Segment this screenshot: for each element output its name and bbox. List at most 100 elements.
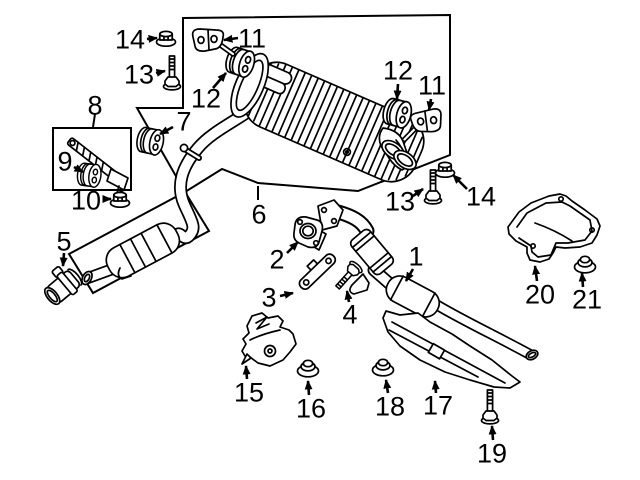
part-number-label-3: 3 — [261, 283, 276, 313]
part-number-label-12-left: 12 — [191, 84, 221, 114]
callout-arrow — [159, 125, 174, 136]
bolt-drawing-13-left — [162, 55, 182, 91]
bolt-drawing-19 — [480, 389, 500, 425]
callout-arrow — [488, 425, 497, 441]
part-number-label-19: 19 — [477, 439, 507, 469]
part-number-label-14-left: 14 — [115, 25, 145, 55]
part-number-label-12-right: 12 — [383, 56, 413, 86]
bracket-8-outline-box — [52, 127, 132, 191]
callout-arrow — [412, 187, 424, 198]
callout-11-right: 11 — [418, 71, 446, 111]
callout-7: 7 — [159, 107, 192, 137]
rubber-mount-drawing-9 — [75, 161, 104, 189]
callout-6: 6 — [251, 186, 267, 230]
grommet-nut-drawing-16 — [296, 359, 320, 378]
part-number-label-15: 15 — [234, 378, 264, 408]
part-number-label-10: 10 — [71, 186, 101, 216]
part-number-label-11-right: 11 — [418, 71, 446, 101]
part-number-label-1: 1 — [408, 242, 423, 272]
callout-18: 18 — [375, 379, 405, 422]
heat-shield-drawing-15 — [241, 312, 297, 367]
part-number-label-4: 4 — [342, 300, 357, 330]
hanger-rod-end — [179, 143, 189, 153]
callout-arrow — [383, 379, 392, 394]
callout-14-right: 14 — [452, 174, 496, 212]
heat-shield-drawing-20 — [507, 193, 601, 263]
part-number-label-11-left: 11 — [238, 24, 266, 54]
heat-shield-drawing-17 — [382, 310, 521, 389]
callout-arrow — [73, 164, 84, 174]
flex-sleeve — [349, 228, 395, 276]
callout-arrow — [404, 268, 415, 282]
callout-15: 15 — [234, 365, 264, 408]
connecting-pipe-drawing — [171, 89, 275, 245]
callout-arrow — [286, 241, 299, 254]
hanger-bracket-drawing-11-left — [193, 29, 233, 54]
callout-arrow — [578, 272, 587, 288]
nut-drawing-10 — [109, 191, 131, 209]
rear-muffler-drawing — [230, 52, 425, 183]
callout-arrow — [212, 72, 227, 89]
callout-arrow — [304, 380, 313, 396]
part-number-label-21: 21 — [572, 285, 602, 315]
callout-16: 16 — [296, 380, 326, 424]
assembly-6-outline-box — [135, 13, 451, 194]
grommet-nut-drawing-21 — [573, 255, 597, 274]
part-number-label-16: 16 — [296, 394, 326, 424]
callout-13-right: 13 — [385, 187, 424, 217]
callout-9: 9 — [57, 147, 84, 177]
callout-8: 8 — [87, 91, 103, 128]
callout-17: 17 — [423, 380, 453, 421]
callout-arrow — [242, 365, 251, 380]
clamp-sleeve-drawing-5 — [43, 265, 83, 306]
callout-12-left: 12 — [191, 72, 227, 114]
hanger-bracket-drawing-8 — [66, 137, 129, 194]
center-resonator-drawing — [81, 222, 181, 286]
callout-arrow — [532, 265, 541, 282]
callout-arrow — [279, 291, 294, 299]
part-number-label-5: 5 — [56, 227, 71, 257]
part-number-label-7: 7 — [176, 107, 191, 137]
callout-arrow — [426, 98, 435, 111]
callout-arrow — [155, 68, 166, 77]
grommet-nut-drawing-18 — [371, 358, 395, 377]
nut-drawing-14-right — [434, 161, 456, 179]
callout-21: 21 — [572, 272, 602, 315]
callout-12-right: 12 — [383, 56, 413, 100]
callout-3: 3 — [261, 283, 294, 313]
callout-arrow — [431, 380, 440, 394]
callout-14-left: 14 — [115, 25, 158, 55]
callout-arrow — [452, 174, 468, 190]
callout-arrow — [146, 34, 158, 43]
pipe-hook-bracket — [349, 273, 370, 295]
callout-1: 1 — [404, 242, 424, 282]
callout-arrow — [393, 83, 402, 100]
part-number-label-2: 2 — [269, 245, 284, 275]
callout-19: 19 — [477, 425, 507, 469]
part-number-label-18: 18 — [375, 392, 405, 422]
callout-10: 10 — [71, 186, 112, 216]
callout-arrow — [59, 252, 68, 267]
part-number-label-13-left: 13 — [124, 60, 154, 90]
catalytic-converter — [385, 275, 441, 318]
muffler-end-cap — [230, 52, 270, 118]
callout-4: 4 — [342, 290, 358, 330]
part-number-label-17: 17 — [423, 391, 453, 421]
part-number-label-9: 9 — [57, 147, 72, 177]
callout-2: 2 — [269, 241, 299, 275]
gasket-drawing-2 — [293, 216, 324, 249]
callout-20: 20 — [525, 265, 555, 310]
part-number-label-6: 6 — [251, 200, 266, 230]
callout-11-left: 11 — [223, 24, 266, 54]
part-number-label-13-right: 13 — [385, 187, 415, 217]
part-number-label-20: 20 — [525, 280, 555, 310]
callout-5: 5 — [56, 227, 72, 267]
callout-leader-line — [92, 113, 96, 128]
part-number-label-14-right: 14 — [466, 182, 496, 212]
part-number-label-8: 8 — [87, 91, 102, 121]
callout-13-left: 13 — [124, 60, 166, 90]
nut-drawing-14-left — [155, 30, 177, 48]
muffler-outlet-pipes — [378, 127, 417, 171]
